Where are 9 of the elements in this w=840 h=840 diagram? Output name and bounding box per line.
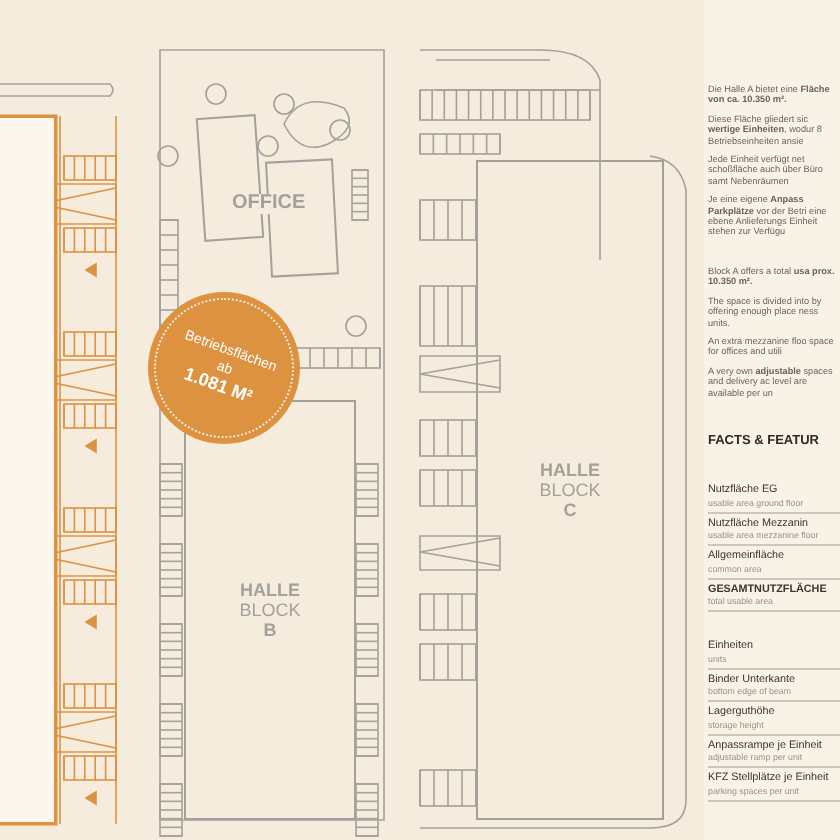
hall-building bbox=[476, 160, 664, 820]
building-label: BLOCK bbox=[539, 480, 601, 500]
building-label: B bbox=[263, 620, 277, 640]
building-label: BLOCK bbox=[239, 600, 301, 620]
building-label: HALLE bbox=[540, 460, 600, 480]
building-label: C bbox=[563, 500, 577, 520]
building-label: HALLE bbox=[240, 580, 300, 600]
building-label: OFFICE bbox=[232, 194, 306, 214]
hall-block-outline bbox=[0, 116, 56, 824]
